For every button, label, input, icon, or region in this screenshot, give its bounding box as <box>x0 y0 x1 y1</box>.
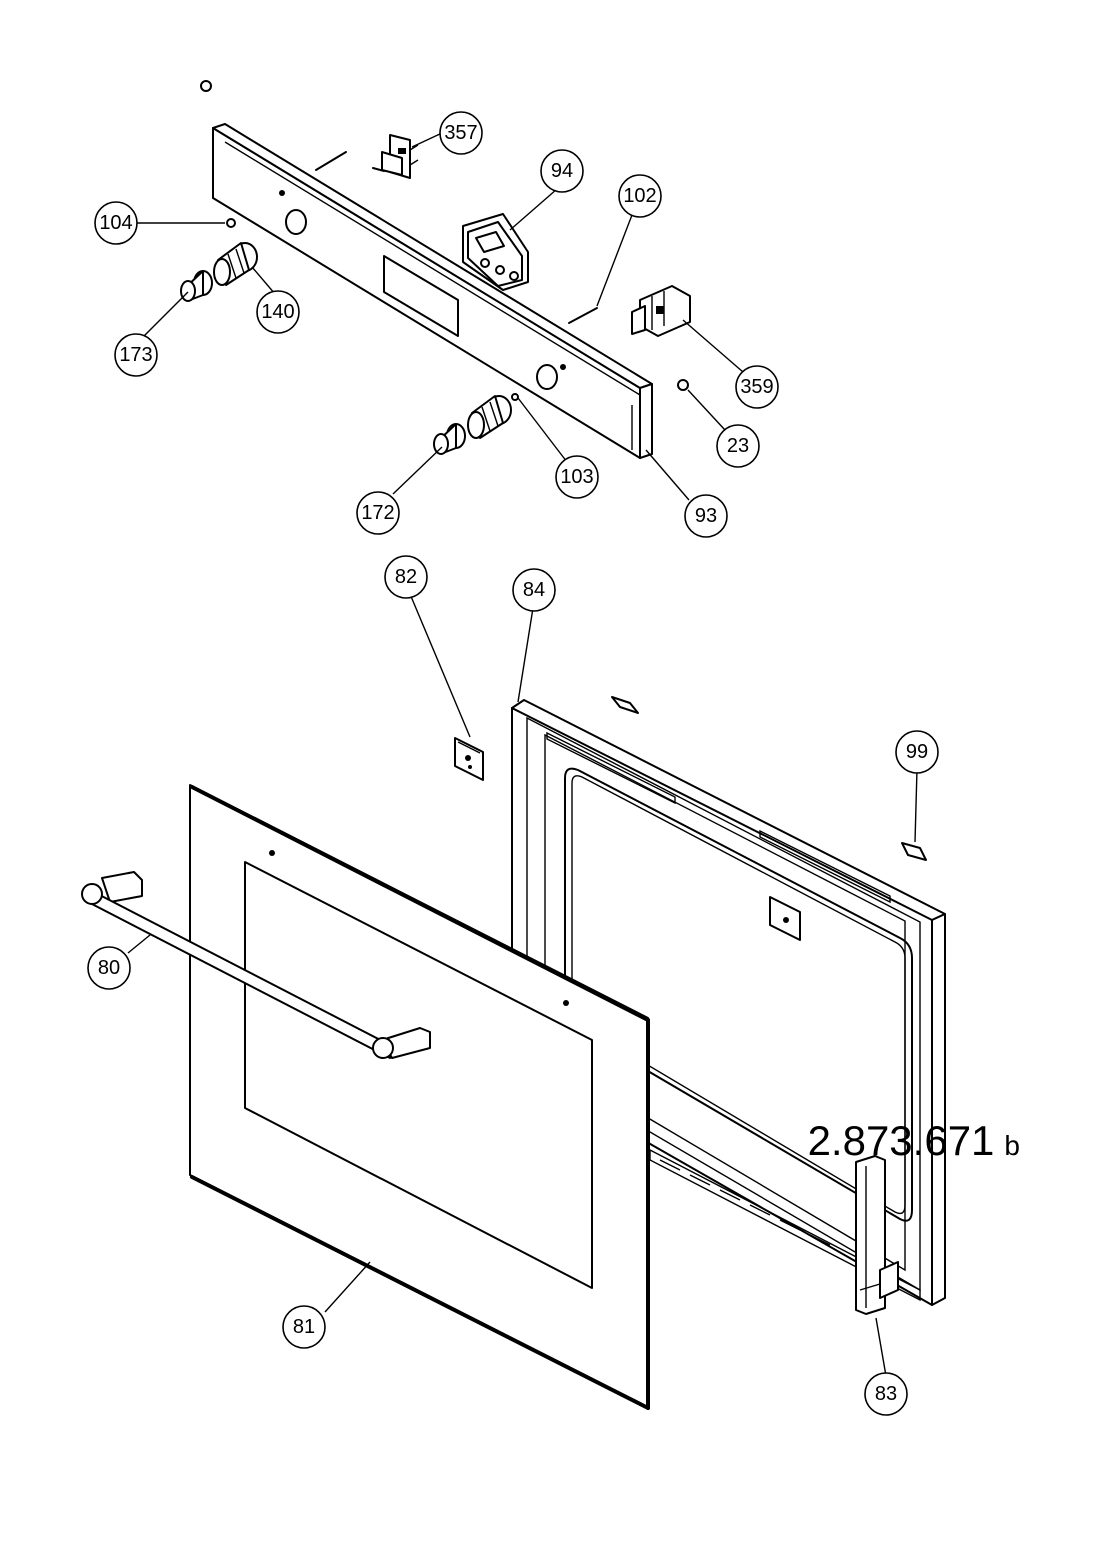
svg-text:93: 93 <box>695 505 717 527</box>
svg-text:140: 140 <box>261 301 294 323</box>
nut-23 <box>677 379 689 391</box>
knob-cap-173 <box>180 270 213 302</box>
svg-text:82: 82 <box>395 566 417 588</box>
knob-body-103 <box>467 393 519 439</box>
switch-357 <box>372 134 419 179</box>
hinge-83 <box>855 1155 899 1315</box>
callout-80: 80 <box>87 946 131 990</box>
callout-140: 140 <box>256 290 300 334</box>
callout-93: 93 <box>684 494 728 538</box>
callout-103: 103 <box>555 455 599 499</box>
svg-text:104: 104 <box>99 212 132 234</box>
drawing-code-text: 2.873.671 <box>807 1117 995 1164</box>
svg-text:102: 102 <box>623 185 656 207</box>
rod-102 <box>568 307 598 324</box>
door-frame-84 <box>511 699 946 1306</box>
door-glass-81 <box>189 784 650 1410</box>
knob-body-140 <box>213 242 258 286</box>
leader-lines <box>127 132 918 1377</box>
callout-23: 23 <box>716 424 760 468</box>
tab-top <box>611 696 639 714</box>
callout-83: 83 <box>864 1372 908 1416</box>
callout-81: 81 <box>282 1305 326 1349</box>
callout-84: 84 <box>512 568 556 612</box>
handle-80 <box>81 871 431 1059</box>
callout-104: 104 <box>94 201 138 245</box>
svg-text:84: 84 <box>523 579 545 601</box>
timer-94 <box>462 213 529 291</box>
rod-upper <box>315 151 347 171</box>
callout-94: 94 <box>540 149 584 193</box>
knob-cap-172 <box>433 423 466 455</box>
callout-359: 359 <box>735 365 779 409</box>
screw-104 <box>200 80 236 228</box>
svg-text:173: 173 <box>119 344 152 366</box>
svg-text:357: 357 <box>444 122 477 144</box>
svg-text:94: 94 <box>551 160 573 182</box>
svg-text:172: 172 <box>361 502 394 524</box>
svg-text:359: 359 <box>740 376 773 398</box>
callout-172: 172 <box>356 491 400 535</box>
svg-text:83: 83 <box>875 1383 897 1405</box>
callout-357: 357 <box>439 111 483 155</box>
bracket-82 <box>454 737 484 781</box>
svg-text:99: 99 <box>906 741 928 763</box>
callout-99: 99 <box>895 730 939 774</box>
svg-text:103: 103 <box>560 466 593 488</box>
callout-173: 173 <box>114 333 158 377</box>
control-panel-93 <box>212 123 653 459</box>
svg-text:80: 80 <box>98 957 120 979</box>
svg-text:81: 81 <box>293 1316 315 1338</box>
callout-102: 102 <box>618 174 662 218</box>
selector-switch-359 <box>631 285 691 337</box>
drawing-number: 2.873.671 b <box>808 1117 1020 1165</box>
svg-text:23: 23 <box>727 435 749 457</box>
drawing-revision: b <box>1004 1130 1020 1161</box>
clip-99 <box>901 842 927 861</box>
callout-82: 82 <box>384 555 428 599</box>
